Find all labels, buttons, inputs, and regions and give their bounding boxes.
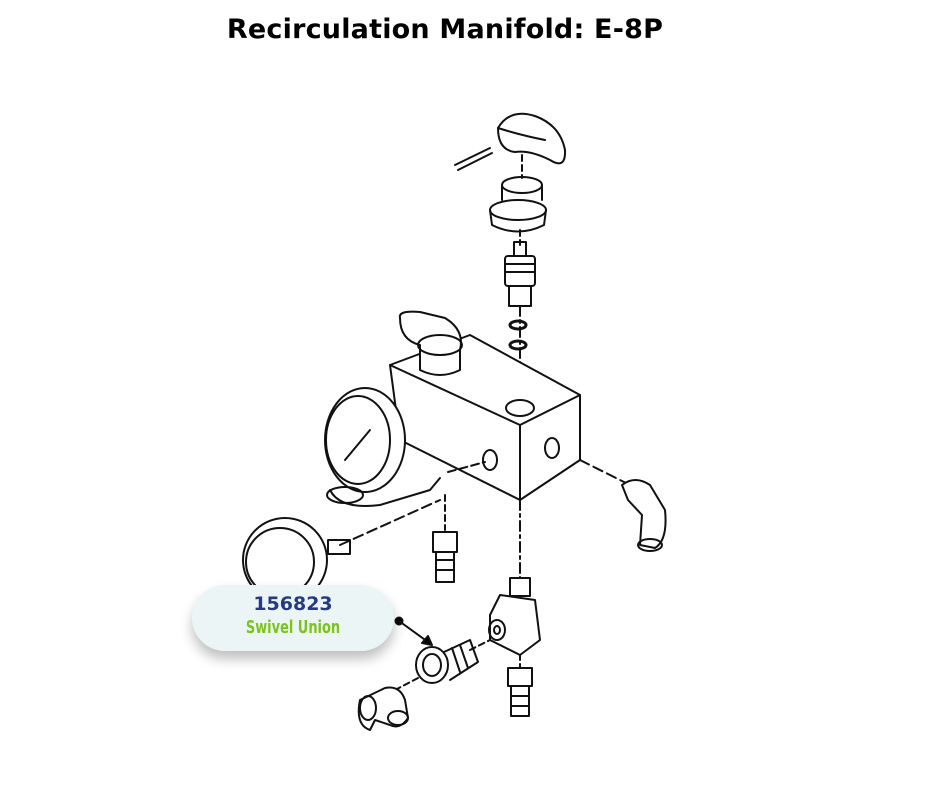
valve-stem: [504, 241, 536, 307]
part-callout: 156823 Swivel Union: [192, 585, 394, 651]
valve-knob: [454, 112, 567, 171]
nipple-fitting-lower: [507, 667, 533, 717]
side-knob: [398, 310, 463, 376]
elbow-fitting-right: [621, 479, 667, 552]
swivel-union: [415, 639, 479, 684]
part-name: Swivel Union: [245, 617, 341, 638]
o-ring: [508, 319, 528, 331]
diagram-title: Recirculation Manifold: E-8P: [226, 14, 664, 45]
pressure-gauge-upper: [324, 387, 441, 507]
nipple-fitting: [432, 531, 458, 583]
manifold-block: [389, 334, 581, 501]
pressure-gauge-lower: [242, 517, 351, 603]
callout-arrow: [394, 616, 433, 646]
part-number: 156823: [253, 593, 333, 615]
valve-cap: [489, 176, 547, 233]
o-ring: [508, 339, 528, 351]
tee-fitting: [488, 577, 541, 656]
elbow-fitting-lower: [357, 686, 409, 731]
